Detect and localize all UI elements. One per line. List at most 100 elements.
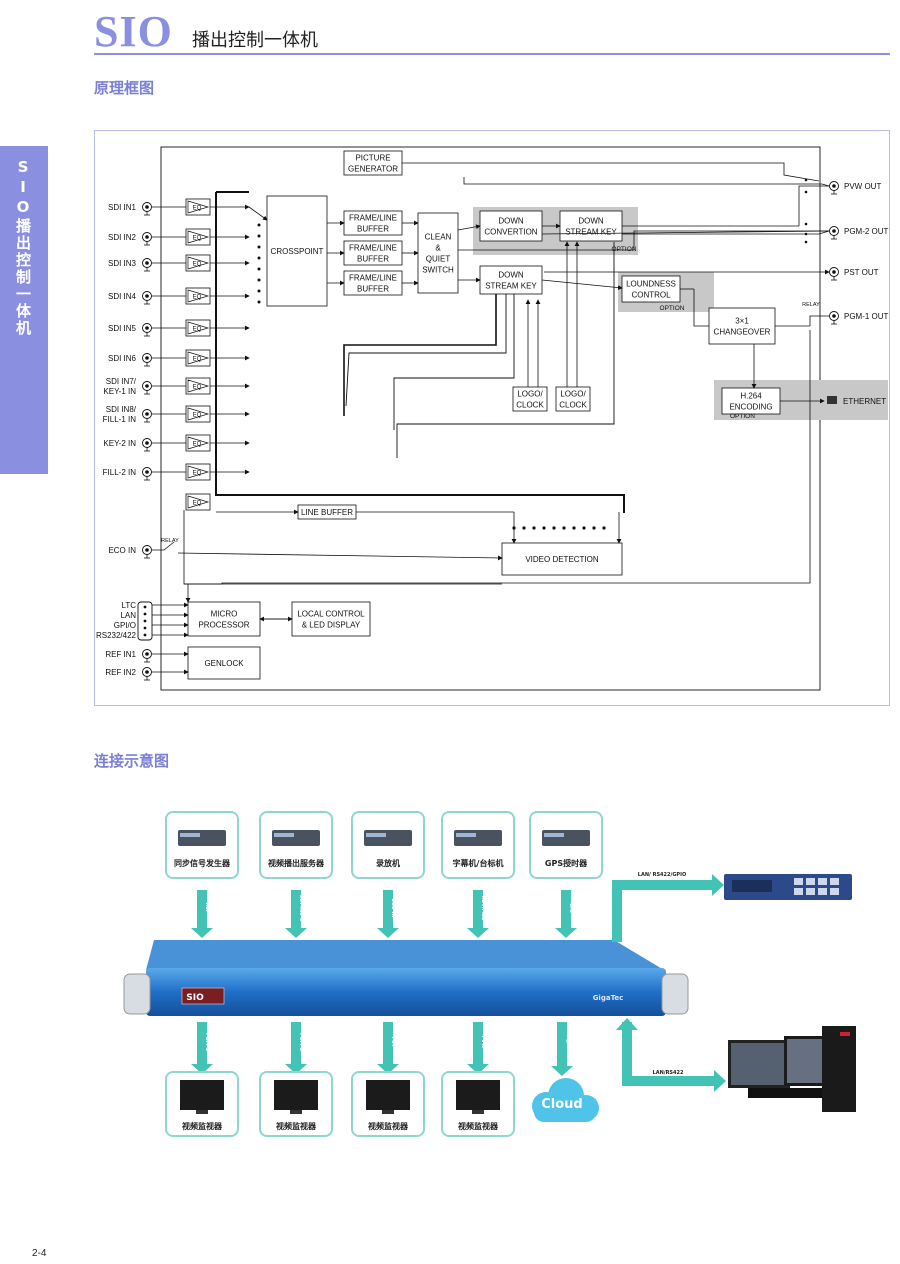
monitor-card [165, 1071, 239, 1137]
option-label: OPTION [660, 305, 685, 312]
link-arrow-top [612, 874, 724, 942]
ref-input-label: REF IN1 [105, 650, 136, 659]
svg-text:VIDEO DETECTION: VIDEO DETECTION [525, 555, 599, 564]
output-label: PVW OUT [844, 182, 881, 191]
svg-text:FRAME/LINE: FRAME/LINE [349, 244, 397, 253]
eq-block: EQ [185, 349, 211, 367]
source-device-card [351, 811, 425, 879]
signal-arrow [555, 890, 577, 938]
line-buffer-block: LINE BUFFER [297, 504, 357, 520]
svg-text:FRAME/LINE: FRAME/LINE [349, 214, 397, 223]
source-device-label: 同步信号发生器 [174, 858, 231, 868]
sdi-input-connector [142, 232, 152, 246]
svg-text:DOWN: DOWN [498, 217, 524, 226]
eq-block: EQ [185, 287, 211, 305]
svg-text:CHANGEOVER: CHANGEOVER [714, 328, 771, 337]
sio-device [123, 940, 689, 1016]
svg-text:EQ: EQ [193, 206, 202, 212]
input-label: SDI IN6 [108, 354, 137, 363]
svg-text:ENCODING: ENCODING [729, 403, 772, 412]
svg-text:& LED DISPLAY: & LED DISPLAY [302, 621, 361, 630]
side-tab [0, 146, 48, 474]
option-label: OPTION [612, 246, 637, 253]
eq-block: EQ [185, 228, 211, 246]
svg-text:PICTURE: PICTURE [355, 154, 390, 163]
svg-text:STREAM KEY: STREAM KEY [565, 228, 617, 237]
output-signal-label: PGM-2 [298, 1033, 304, 1052]
svg-text:EQ: EQ [193, 442, 202, 448]
logo-clock-block: LOGO/CLOCK [555, 386, 591, 412]
svg-text:QUIET: QUIET [426, 255, 451, 264]
io-port-label: GPI/O [114, 621, 136, 630]
monitor-label: 视频监视器 [368, 1121, 409, 1131]
relay-label: RELAY [161, 538, 179, 544]
signal-arrow [191, 890, 213, 938]
svg-text:LOGO/: LOGO/ [517, 390, 543, 399]
brand-logo-text: GigaTec [593, 994, 624, 1002]
svg-text:EQ: EQ [193, 262, 202, 268]
sdi-input-connector [142, 291, 152, 305]
svg-text:SWITCH: SWITCH [422, 266, 454, 275]
block-diagram-title: 原理框图 [94, 79, 155, 97]
source-device-label: 字幕机/台标机 [453, 858, 504, 868]
output-label: PGM-1 OUT [844, 312, 889, 321]
source-device-label: GPS授时器 [545, 858, 588, 868]
output-connector [829, 267, 839, 281]
svg-text:CLEAN: CLEAN [425, 233, 452, 242]
relay-label: RELAY [802, 302, 820, 308]
input-label: SDI IN2 [108, 233, 137, 242]
svg-text:LOCAL CONTROL: LOCAL CONTROL [297, 610, 365, 619]
svg-text:H.264: H.264 [740, 392, 762, 401]
svg-text:CROSSPOINT: CROSSPOINT [271, 247, 324, 256]
eq-block: EQ [185, 319, 211, 337]
input-signal-label: REF [204, 903, 210, 914]
eq-block: EQ [185, 493, 211, 511]
block-diagram-frame [94, 130, 890, 706]
output-signal-label: IP [564, 1039, 570, 1045]
svg-text:BUFFER: BUFFER [357, 255, 389, 264]
video-detection-block: VIDEO DETECTION [501, 542, 623, 576]
svg-text:3×1: 3×1 [735, 317, 749, 326]
eco-input-connector [142, 545, 152, 559]
io-port-label: RS232/422 [96, 631, 137, 640]
down-convertion-block: DOWN CONVERTION [479, 210, 543, 242]
link-label-bottom: LAN/RS422 [653, 1070, 684, 1076]
source-device-card [165, 811, 239, 879]
sdi-input-connector [142, 202, 152, 216]
svg-text:&: & [435, 244, 441, 253]
svg-text:MICRO: MICRO [211, 610, 238, 619]
svg-text:DOWN: DOWN [578, 217, 604, 226]
signal-arrow [285, 890, 307, 938]
clean-switch-block: CLEAN & QUIET SWITCH [417, 212, 459, 294]
sdi-input-connector [142, 467, 152, 481]
svg-text:CONVERTION: CONVERTION [484, 228, 537, 237]
input-signal-label: LTC [568, 903, 574, 913]
logo-clock-block: LOGO/CLOCK [512, 386, 548, 412]
sdi-input-connector [142, 323, 152, 337]
signal-arrow [551, 1022, 573, 1076]
device-logo-text: SIO [186, 993, 204, 1003]
cloud-label: Cloud [541, 1097, 583, 1112]
input-label: FILL-2 IN [103, 468, 137, 477]
input-label: SDI IN8/ [106, 405, 137, 414]
svg-text:PROCESSOR: PROCESSOR [198, 621, 249, 630]
svg-text:GENLOCK: GENLOCK [204, 659, 244, 668]
svg-text:CONTROL: CONTROL [631, 291, 671, 300]
ref-input-label: REF IN2 [105, 668, 136, 677]
input-label: SDI IN7/ [106, 377, 137, 386]
svg-text:LOGO/: LOGO/ [560, 390, 586, 399]
monitor-card [351, 1071, 425, 1137]
sdi-input-connector [142, 258, 152, 272]
input-label: SDI IN1 [108, 203, 137, 212]
svg-text:EQ: EQ [193, 357, 202, 363]
svg-text:EQ: EQ [193, 471, 202, 477]
svg-text:LINE BUFFER: LINE BUFFER [301, 508, 353, 517]
eq-block: EQ [185, 377, 211, 395]
sdi-input-connector [142, 353, 152, 367]
